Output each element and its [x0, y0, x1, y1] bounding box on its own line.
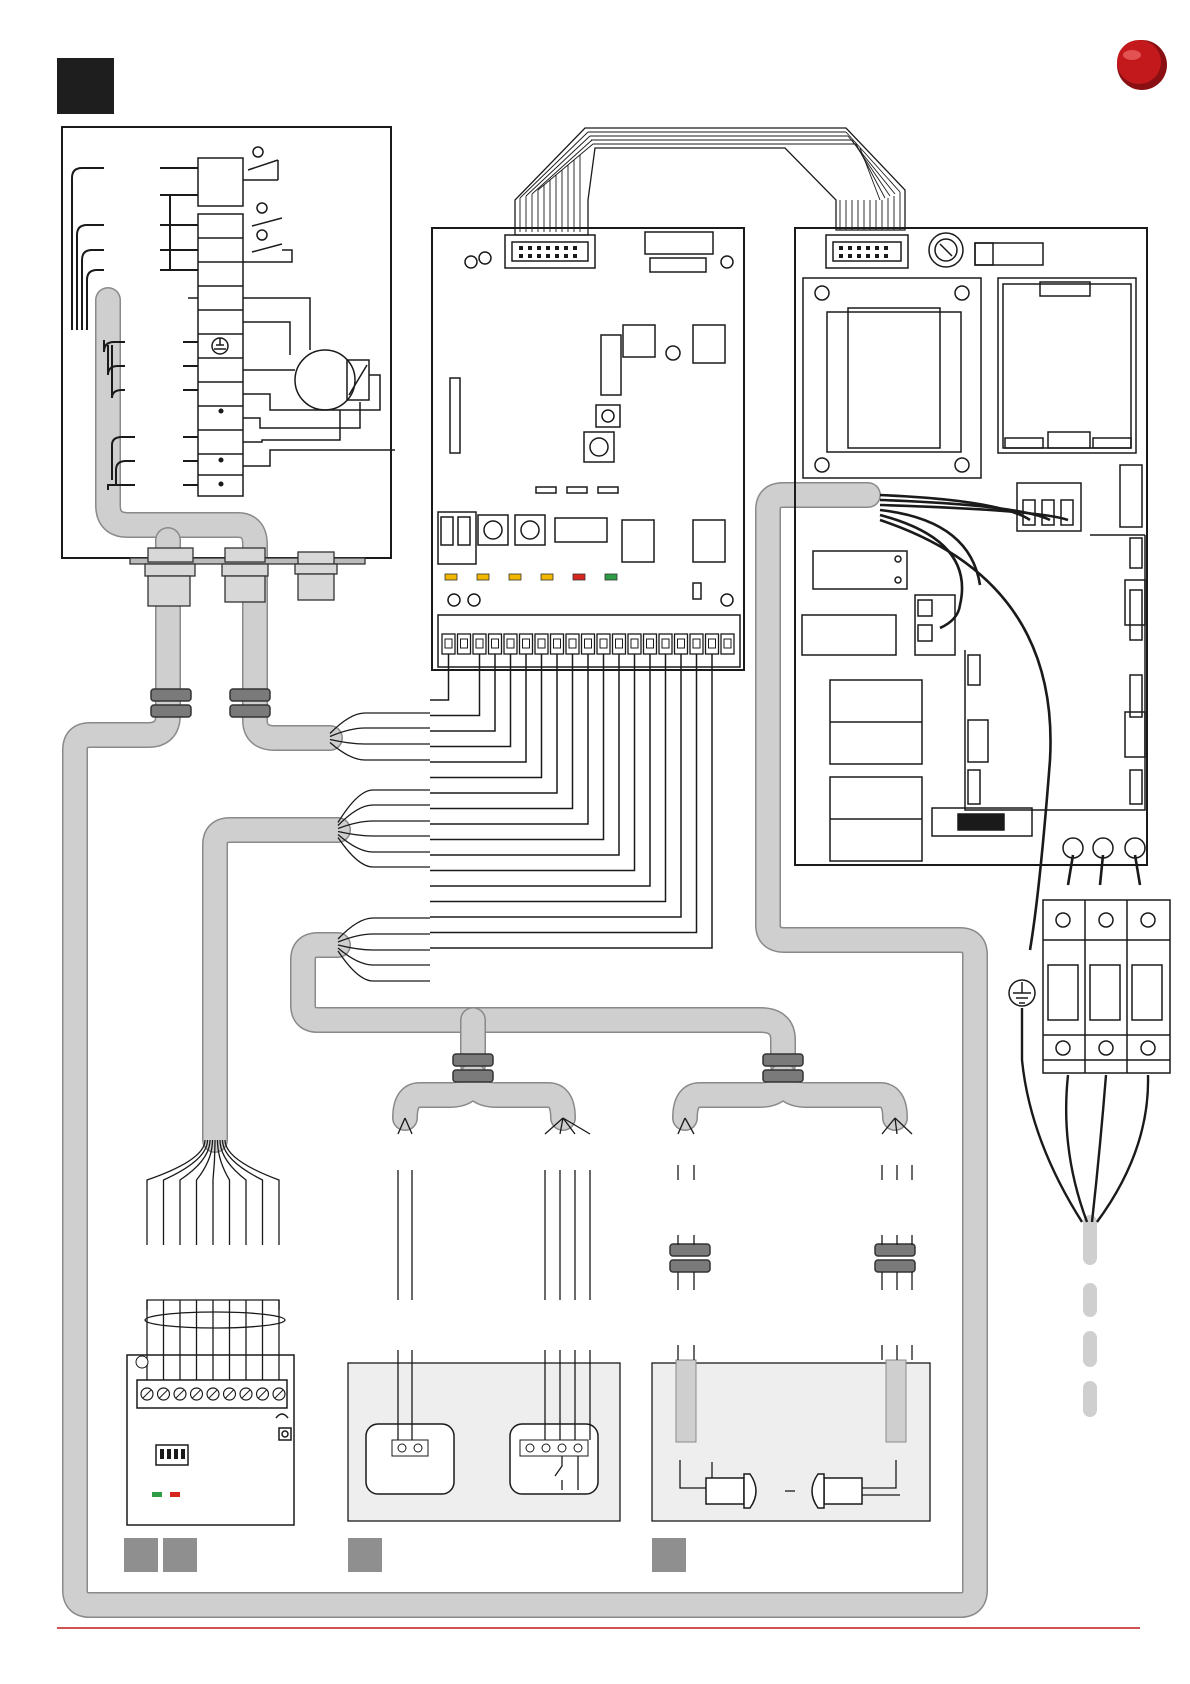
wire-end — [330, 728, 430, 737]
wire-end — [338, 832, 430, 837]
controller-terminal — [582, 634, 595, 654]
dip-switch — [167, 1449, 171, 1459]
wire-end — [338, 835, 430, 853]
controller-terminal — [597, 634, 610, 654]
receiver-wire — [225, 1140, 279, 1245]
receiver-wires — [145, 1140, 285, 1382]
wire-end — [330, 713, 430, 734]
receiver-tag-a — [124, 1538, 158, 1572]
receiver-tag-b — [163, 1538, 197, 1572]
controller-terminal — [535, 634, 548, 654]
receiver-wire — [223, 1140, 263, 1245]
status-led — [605, 574, 617, 580]
wire-end — [338, 805, 430, 826]
controller-terminal — [520, 634, 533, 654]
controller-terminal — [566, 634, 579, 654]
cable-glands — [130, 548, 365, 606]
controller-terminal — [706, 634, 719, 654]
red-dot-icon — [1117, 40, 1167, 90]
controller-terminal — [659, 634, 672, 654]
dip-switch — [174, 1449, 178, 1459]
controller-board — [432, 228, 744, 670]
signal-wire — [430, 654, 650, 886]
signal-wire — [430, 654, 588, 824]
corner-badge-icon — [57, 58, 114, 114]
controller-terminal — [721, 634, 734, 654]
receiver-led — [170, 1492, 180, 1497]
wire-end — [338, 945, 430, 950]
wire-end — [338, 934, 430, 942]
controller-terminal — [613, 634, 626, 654]
signal-wire — [430, 654, 619, 855]
receiver-wire — [180, 1140, 210, 1245]
status-led — [541, 574, 553, 580]
ground-symbol-icon — [1009, 980, 1035, 1006]
receiver-led — [152, 1492, 162, 1497]
controller-output-wires — [430, 654, 712, 948]
wire-end — [330, 740, 430, 745]
receiver-leds — [152, 1492, 180, 1497]
status-led — [509, 574, 521, 580]
receiver-ground-terminal — [136, 1356, 148, 1368]
wire-end — [330, 743, 430, 761]
status-led — [445, 574, 457, 580]
dip-switch — [181, 1449, 185, 1459]
radio-receiver — [127, 1355, 294, 1525]
controller-terminal — [458, 634, 471, 654]
receiver-wire-bundle — [145, 1312, 285, 1328]
wire-end — [338, 790, 430, 823]
main-isolator-switch — [1043, 900, 1170, 1073]
controller-terminal — [675, 634, 688, 654]
status-led — [573, 574, 585, 580]
ferrite-cores — [151, 689, 915, 1272]
signal-wire — [430, 654, 712, 948]
controller-leds — [445, 574, 617, 580]
keyswitch-panel — [348, 1363, 620, 1572]
controller-terminal — [551, 634, 564, 654]
status-led — [477, 574, 489, 580]
receiver-wire — [213, 1140, 215, 1245]
controller-terminal — [473, 634, 486, 654]
power-board — [795, 228, 1147, 865]
controller-terminal — [504, 634, 517, 654]
signal-wire — [430, 654, 495, 731]
wire-end — [338, 918, 430, 939]
signal-wire — [430, 654, 681, 917]
wire-end — [338, 951, 430, 981]
controller-terminal — [644, 634, 657, 654]
controller-terminal — [442, 634, 455, 654]
receiver-wire — [197, 1140, 213, 1245]
ribbon-cable — [515, 128, 905, 235]
photocell-panel — [652, 1360, 930, 1572]
controller-terminal — [628, 634, 641, 654]
dip-switch — [160, 1449, 164, 1459]
controller-terminal-block — [442, 634, 734, 654]
receiver-wire — [164, 1140, 208, 1245]
wire-end — [338, 821, 430, 829]
controller-terminal — [690, 634, 703, 654]
controller-terminal — [489, 634, 502, 654]
